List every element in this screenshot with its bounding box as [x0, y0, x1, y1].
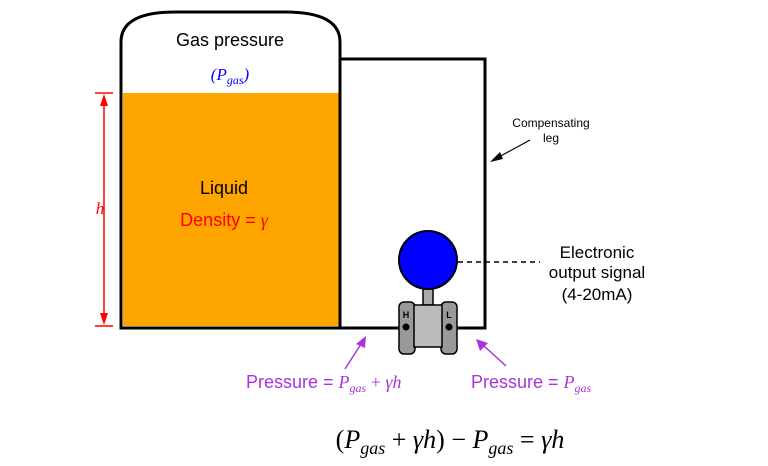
height-symbol: h	[96, 199, 105, 218]
compensating-leg-arrowhead	[490, 152, 503, 162]
compensating-leg-label-line2: leg	[543, 131, 559, 145]
liquid-label: Liquid	[200, 178, 248, 198]
high-port-label: H	[403, 310, 410, 320]
compensating-leg-pipe	[340, 57, 487, 330]
low-port-dot	[445, 323, 453, 331]
density-label: Density = γ	[180, 210, 269, 230]
pressure-transmitter: H L	[398, 230, 458, 355]
differential-pressure-equation: (Pgas + γh) − Pgas = γh	[336, 425, 565, 458]
compensating-leg-arrow-shaft	[496, 139, 531, 159]
high-pressure-arrow-shaft	[344, 343, 362, 370]
low-port-label: L	[446, 310, 452, 320]
low-side-pressure-label: Pressure = Pgas	[471, 372, 592, 395]
high-pressure-arrowhead	[356, 336, 366, 348]
output-signal-label-line2: output signal	[549, 263, 645, 282]
transmitter-body	[413, 304, 443, 348]
gas-pressure-label: Gas pressure	[176, 30, 284, 50]
transmitter-dial	[398, 230, 458, 290]
height-arrow-down	[100, 313, 108, 325]
compensating-leg-label-line1: Compensating	[512, 116, 589, 130]
height-dimension	[95, 92, 113, 327]
height-arrow-up	[100, 94, 108, 106]
high-port-dot	[402, 323, 410, 331]
liquid-fill	[123, 93, 340, 326]
tank-outline	[119, 10, 342, 330]
output-signal-label-line1: Electronic	[560, 243, 635, 262]
gas-pressure-symbol: (Pgas)	[211, 65, 250, 87]
high-side-pressure-label: Pressure = Pgas + γh	[246, 372, 401, 395]
low-pressure-arrow-shaft	[483, 345, 507, 367]
output-signal-label-line3: (4-20mA)	[562, 285, 633, 304]
low-pressure-arrowhead	[476, 339, 488, 351]
